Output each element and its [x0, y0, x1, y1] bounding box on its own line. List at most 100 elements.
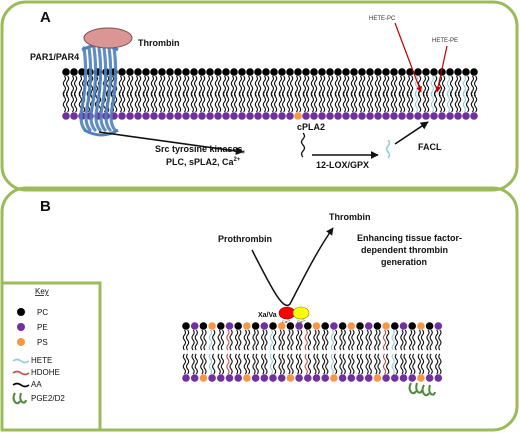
lipid-tail [166, 91, 171, 113]
signal-arrow-1 [98, 131, 244, 155]
key-hete-label: HETE [31, 356, 52, 365]
lipid-tail [438, 329, 442, 351]
lipid-head [251, 374, 260, 382]
aa-line-icon [12, 382, 30, 388]
lipid-tail [325, 329, 329, 351]
lipid-tail [226, 353, 230, 375]
pge2-icon [12, 392, 27, 405]
lipid-tail [203, 329, 207, 351]
lipid-tail [185, 91, 190, 113]
lipid-tail [313, 353, 317, 375]
lipid-tail [252, 329, 256, 351]
lipid-tail [305, 91, 310, 113]
lipid-tail [233, 91, 238, 113]
lipid-tail [230, 91, 235, 113]
lipid-head [356, 374, 364, 382]
lipid-head [406, 68, 414, 76]
lipid-head [286, 374, 295, 382]
lipid-head [446, 112, 454, 120]
lipid-tail [289, 91, 294, 113]
lipid-tail [385, 91, 390, 113]
lipid-tail [214, 91, 219, 113]
lipid-tail [287, 353, 291, 375]
lipid-head [278, 112, 286, 120]
lipid-tail [353, 91, 358, 113]
lipid-tail [391, 329, 395, 351]
lipid-head [206, 68, 214, 76]
lipid-tail [70, 91, 75, 113]
lipid-tail [229, 353, 233, 375]
lipid-head [182, 112, 190, 120]
lipid-tail [449, 91, 454, 113]
thrombin-label-b: Thrombin [329, 212, 371, 222]
lipid-tail [386, 329, 390, 351]
lipid-tail [337, 91, 342, 113]
lipid-tail [261, 329, 265, 351]
key-pge2-label: PGE2/D2 [31, 394, 65, 403]
lipid-head [166, 112, 174, 120]
lipid-head [462, 112, 470, 120]
lipid-tail [394, 329, 399, 351]
lipid-tail [174, 91, 179, 113]
receptor-helix [89, 46, 98, 132]
lipid-head [454, 112, 462, 120]
lipid-head [174, 68, 182, 76]
lipid-tail [454, 91, 459, 113]
hete-pe-label: HETE-PE [432, 38, 458, 44]
lipid-head [190, 68, 198, 76]
lipid-head [338, 374, 347, 382]
lipid-head [286, 322, 295, 330]
lipid-head [470, 68, 478, 76]
lipid-tail [269, 353, 274, 375]
lipid-tail [270, 91, 275, 113]
pge2-icon [408, 382, 423, 395]
lipid-tail [369, 91, 374, 113]
lipid-tail [185, 353, 190, 375]
lipid-head [199, 322, 208, 330]
lipid-tail [330, 329, 334, 351]
lipid-head [382, 68, 390, 76]
lipid-head [158, 68, 166, 76]
lipid-tail [243, 353, 247, 375]
lipid-tail [261, 353, 265, 375]
lipid-tail [295, 329, 300, 351]
lipid-tail [287, 329, 291, 351]
lipid-tail [307, 329, 312, 351]
lipid-tail [238, 91, 243, 113]
lipid-head [214, 112, 222, 120]
lipid-tail [257, 91, 262, 113]
lipid-tail [361, 91, 366, 113]
lipid-tail [394, 353, 399, 375]
lipid-tail [278, 353, 282, 375]
thrombin-ellipse [83, 27, 133, 49]
lipid-tail [134, 91, 139, 113]
lipid-tail [382, 353, 387, 375]
lipid-tail [412, 353, 416, 375]
lipid-tail [329, 91, 334, 113]
lipid-head [294, 68, 302, 76]
par-receptor [79, 43, 119, 137]
lipid-tail [429, 329, 433, 351]
lipid-tail [425, 91, 430, 113]
lipid-tail [333, 353, 338, 375]
lipid-head [118, 68, 126, 76]
lipid-tail [368, 353, 372, 375]
lipid-head [277, 374, 286, 382]
lipid-head [150, 68, 158, 76]
lipid-head [422, 112, 430, 120]
lipid-tail [326, 91, 331, 113]
lipid-tail [264, 353, 268, 375]
lipid-head [234, 374, 242, 382]
lipid-tail [342, 91, 347, 113]
lipid-tail [325, 353, 329, 375]
lipid-head [399, 322, 408, 330]
lipid-tail [220, 353, 225, 375]
lipid-head [198, 68, 206, 76]
lipid-head [408, 374, 417, 382]
lipid-head [234, 322, 242, 330]
lipid-head [350, 112, 358, 120]
lipid-tail [243, 329, 247, 351]
lipid-tail [73, 91, 78, 113]
lipid-tail [330, 353, 334, 375]
